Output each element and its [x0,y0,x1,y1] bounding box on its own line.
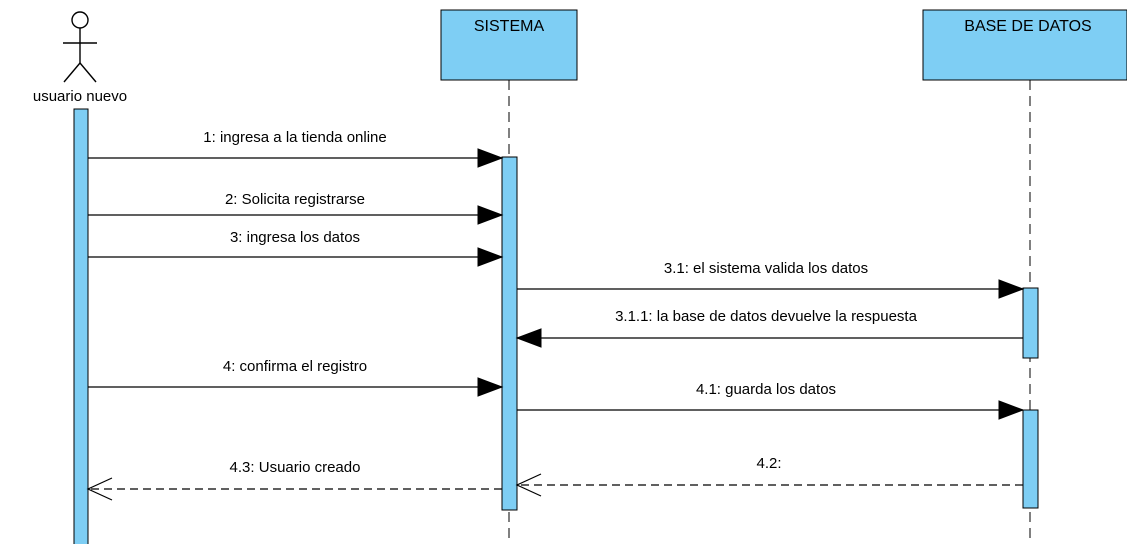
message-label: 3: ingresa los datos [230,229,360,246]
message-3-1-1: 3.1.1: la base de datos devuelve la resp… [515,308,1023,348]
message-label: 4.2: [756,455,781,472]
activation-bd-1 [1022,287,1039,359]
message-3: 3: ingresa los datos [88,229,504,267]
message-3-1: 3.1: el sistema valida los datos [517,260,1025,299]
participant-base-de-datos: BASE DE DATOS [922,9,1127,81]
message-label: 4: confirma el registro [223,358,367,375]
activation-usuario [73,108,89,544]
arrowhead-icon [477,205,504,225]
message-2: 2: Solicita registrarse [88,191,504,225]
arrowhead-icon [515,328,542,348]
message-label: 3.1: el sistema valida los datos [664,260,868,277]
arrowhead-icon [998,279,1025,299]
sistema-label: SISTEMA [474,18,545,35]
arrowhead-icon [998,400,1025,420]
actor-left-leg [63,62,81,83]
message-label: 2: Solicita registrarse [225,191,365,208]
open-arrowhead-icon [515,473,542,497]
message-4-3: 4.3: Usuario creado [86,459,502,501]
message-4-1: 4.1: guarda los datos [517,381,1025,420]
sistema-box [440,9,578,81]
arrowhead-icon [477,247,504,267]
bd-label: BASE DE DATOS [964,18,1091,35]
actor-right-leg [79,62,97,83]
message-1: 1: ingresa a la tienda online [88,129,504,168]
actor-label: usuario nuevo [33,88,127,105]
actor-usuario-nuevo: usuario nuevo [33,11,127,105]
bd-box [922,9,1127,81]
actor-head-icon [71,11,89,29]
participant-sistema: SISTEMA [440,9,578,81]
arrowhead-icon [477,148,504,168]
open-arrowhead-icon [86,477,113,501]
arrowhead-icon [477,377,504,397]
message-4: 4: confirma el registro [88,358,504,397]
message-label: 3.1.1: la base de datos devuelve la resp… [615,308,918,325]
message-label: 4.3: Usuario creado [230,459,361,476]
message-label: 1: ingresa a la tienda online [203,129,386,146]
activation-sistema [501,156,518,511]
activation-bd-2 [1022,409,1039,509]
message-label: 4.1: guarda los datos [696,381,836,398]
message-4-2: 4.2: [515,455,1023,497]
